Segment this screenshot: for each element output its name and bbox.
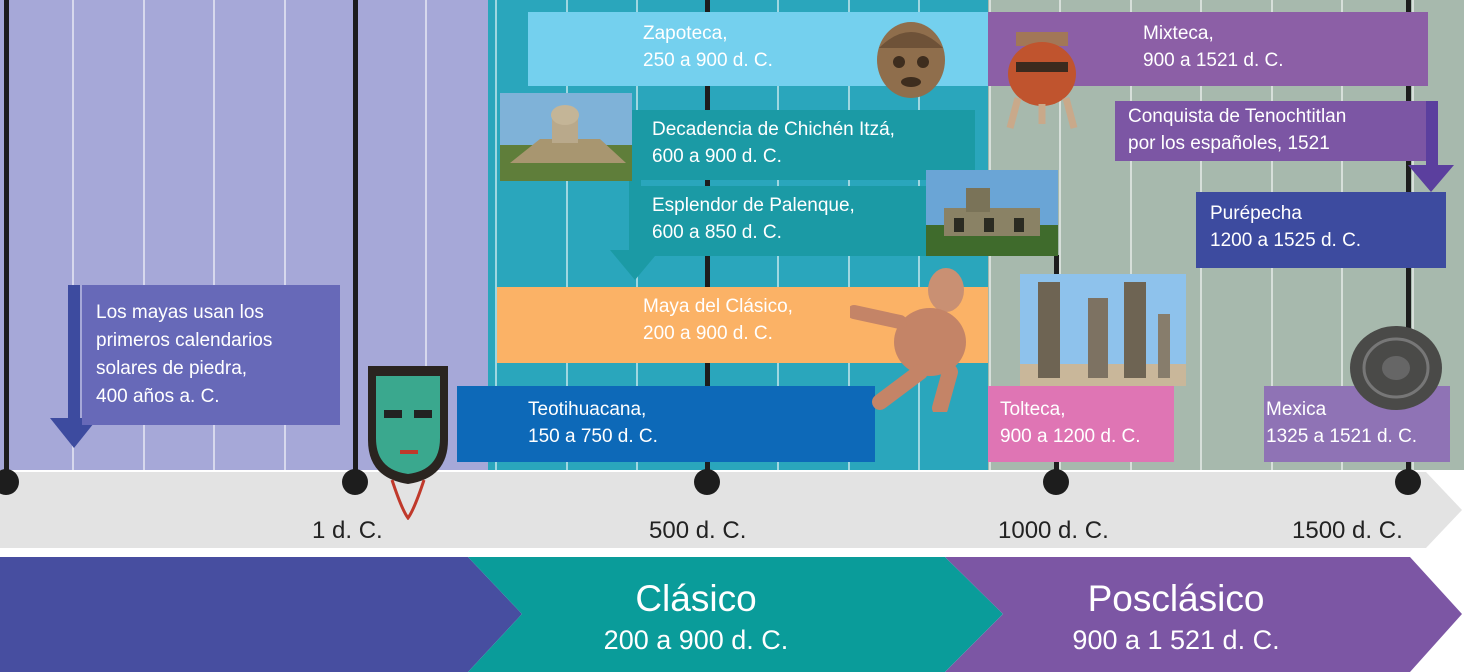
sun-stone-icon bbox=[1350, 326, 1442, 410]
grid-line bbox=[284, 0, 286, 470]
tick-label-500: 500 d. C. bbox=[649, 517, 747, 544]
atlantes-photo bbox=[1020, 274, 1186, 386]
grid-line bbox=[1059, 0, 1061, 470]
era-classic-range: 200 a 900 d. C. bbox=[603, 625, 789, 655]
chichen-arrow-stem bbox=[629, 110, 641, 256]
clay-figurine-icon bbox=[850, 268, 966, 412]
grid-line bbox=[495, 0, 497, 470]
tolteca-bar bbox=[988, 386, 1174, 462]
chichen-label: Decadencia de Chichén Itzá, 600 a 900 d.… bbox=[652, 119, 895, 167]
teotihuacana-bar bbox=[457, 386, 875, 462]
clay-head-icon bbox=[877, 22, 945, 98]
grid-line bbox=[72, 0, 74, 470]
dot-500 bbox=[694, 469, 720, 495]
era-postclassic bbox=[945, 557, 1462, 672]
era-postclassic-title: Posclásico bbox=[1087, 578, 1265, 619]
grid-line bbox=[213, 0, 215, 470]
tick-label-1000: 1000 d. C. bbox=[998, 517, 1109, 544]
era-classic bbox=[468, 557, 1003, 672]
conquista-box bbox=[1115, 101, 1426, 161]
tripod-vessel-icon bbox=[1006, 32, 1078, 129]
purepecha-label: Purépecha 1200 a 1525 d. C. bbox=[1210, 203, 1362, 251]
tick-label-1: 1 d. C. bbox=[312, 517, 383, 544]
mayas-arrow-stem bbox=[68, 285, 80, 425]
era-preclassic bbox=[0, 557, 522, 672]
chichen-arrow-head bbox=[610, 250, 660, 280]
maya-clasico-label: Maya del Clásico, 200 a 900 d. C. bbox=[643, 296, 793, 344]
era-classic-title: Clásico bbox=[635, 578, 757, 619]
grid-line bbox=[143, 0, 145, 470]
dot-1500 bbox=[1395, 469, 1421, 495]
jade-mask-icon bbox=[368, 366, 448, 520]
conquista-arrow-stem bbox=[1426, 101, 1438, 171]
timeline-arrow bbox=[0, 472, 1462, 548]
conquista-label: Conquista de Tenochtitlan por los españo… bbox=[1128, 106, 1347, 154]
chichen-box bbox=[641, 110, 975, 180]
mixteca-label: Mixteca, 900 a 1521 d. C. bbox=[1143, 23, 1284, 71]
era-postclassic-range: 900 a 1 521 d. C. bbox=[1072, 625, 1280, 655]
palenque-label: Esplendor de Palenque, 600 a 850 d. C. bbox=[652, 195, 855, 243]
palenque-box bbox=[641, 186, 931, 256]
grid-line bbox=[1130, 0, 1132, 470]
tick-label-1500: 1500 d. C. bbox=[1292, 517, 1403, 544]
zapoteca-label: Zapoteca, 250 a 900 d. C. bbox=[643, 23, 773, 71]
palace-photo bbox=[926, 170, 1058, 256]
mayas-arrow-head bbox=[50, 418, 98, 448]
tolteca-label: Tolteca, 900 a 1200 d. C. bbox=[1000, 399, 1141, 447]
dot-1000 bbox=[1043, 469, 1069, 495]
conquista-arrow-head bbox=[1408, 165, 1454, 192]
mayas-calendar-label: Los mayas usan los primeros calendarios … bbox=[96, 302, 273, 407]
axis-line-1 bbox=[353, 0, 358, 482]
mayas-calendar-box bbox=[82, 285, 340, 425]
observatory-photo bbox=[500, 93, 632, 181]
dot-1 bbox=[342, 469, 368, 495]
axis-line-far-left bbox=[4, 0, 9, 482]
era-arrows bbox=[0, 557, 1462, 672]
teotihuacana-label: Teotihuacana, 150 a 750 d. C. bbox=[528, 399, 658, 447]
mexica-label: Mexica 1325 a 1521 d. C. bbox=[1266, 399, 1418, 447]
dot-far-left bbox=[0, 469, 19, 495]
purepecha-bar bbox=[1196, 192, 1446, 268]
grid-line bbox=[566, 0, 568, 470]
grid-line bbox=[425, 0, 427, 470]
